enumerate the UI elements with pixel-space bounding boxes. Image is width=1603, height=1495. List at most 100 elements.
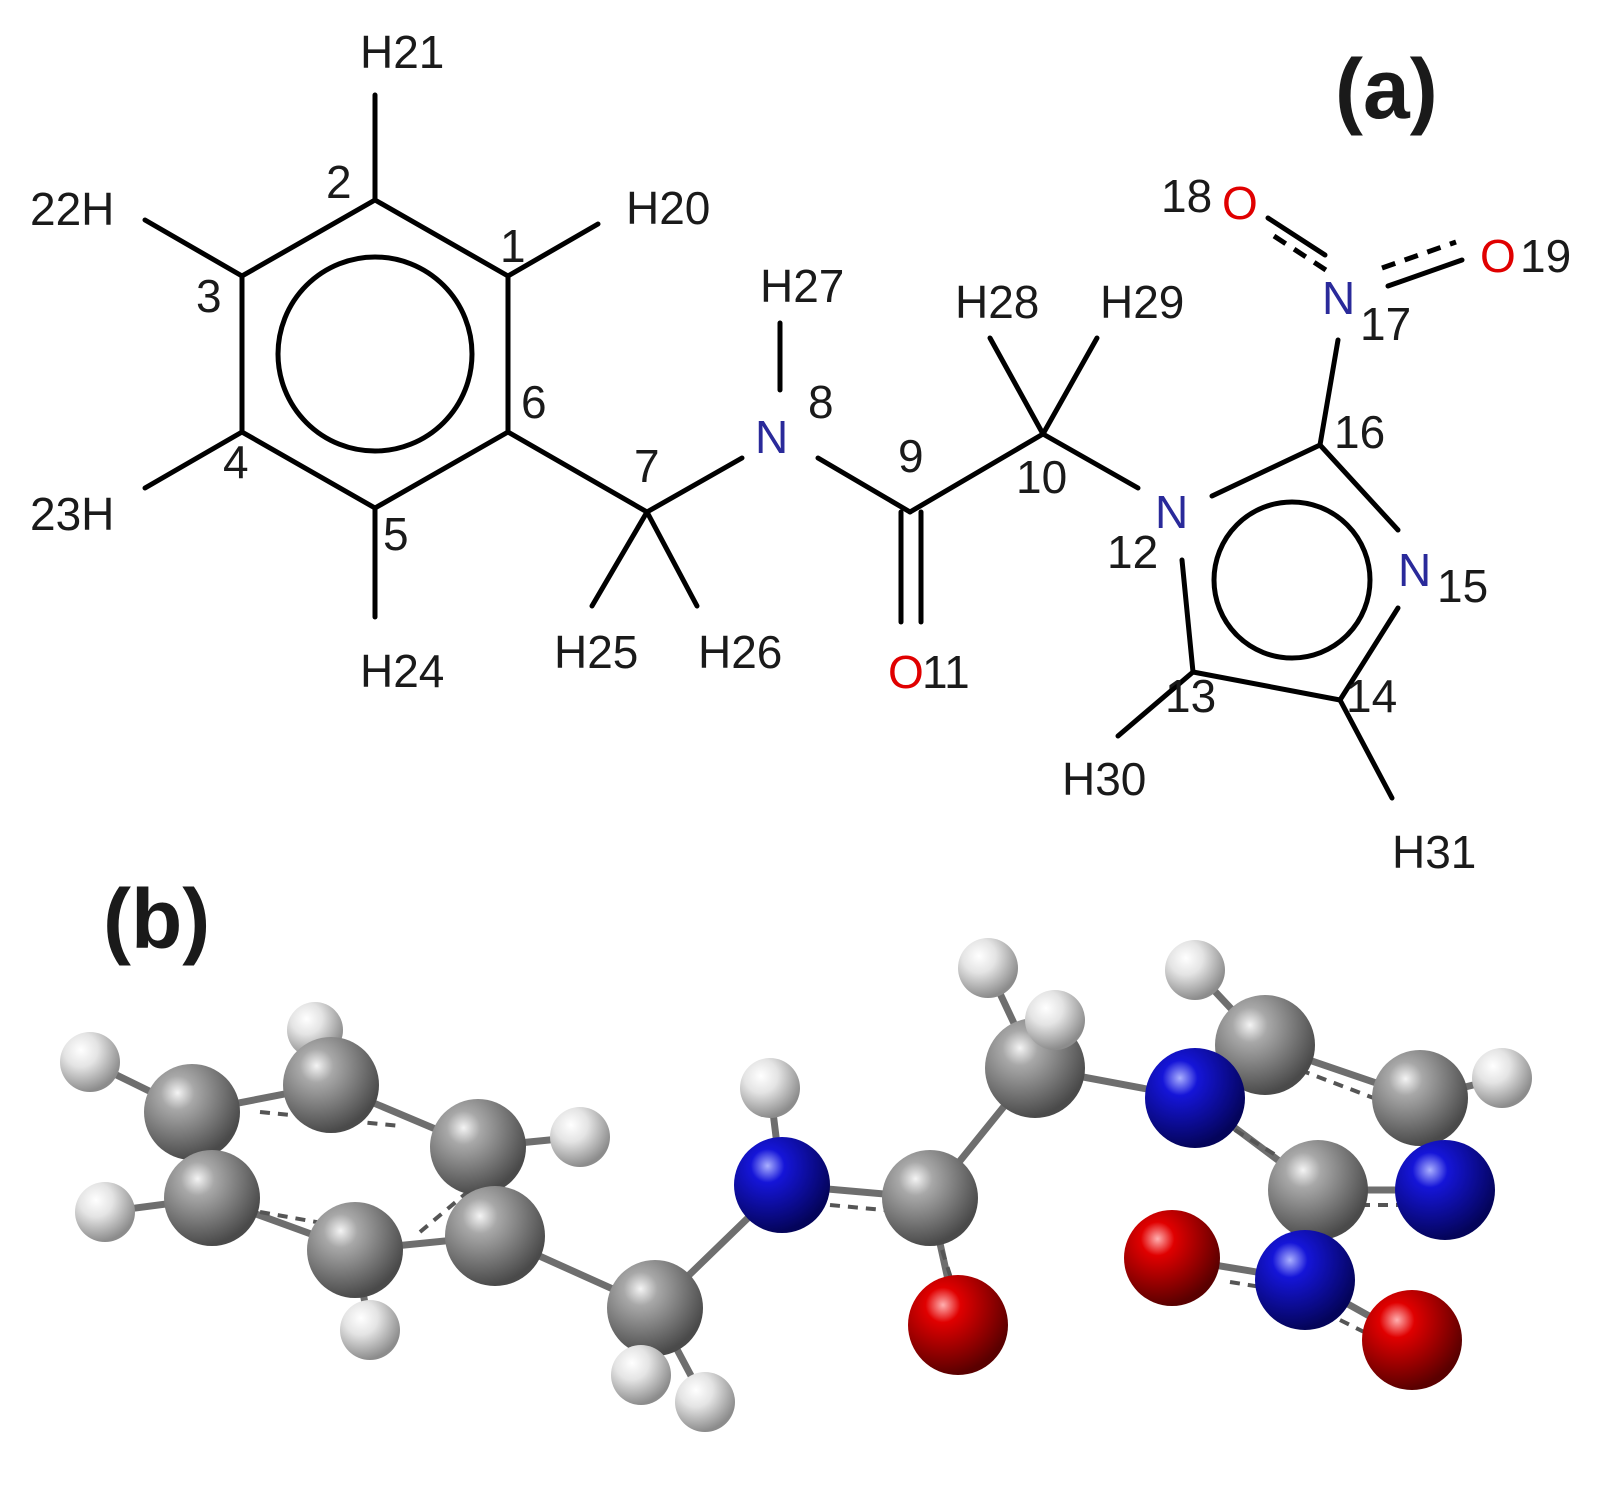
- bond-n17-o19-dashed: [1381, 239, 1457, 271]
- hydrogen-atom: [60, 1032, 120, 1092]
- atom-label-o11-number: 11: [922, 646, 970, 698]
- bond-c7-h26: [644, 509, 700, 609]
- bond-c6-c7: [505, 429, 650, 515]
- atom-label-c5: 5: [383, 508, 409, 560]
- atom-label-h30: H30: [1062, 753, 1146, 805]
- panel-a: (a): [30, 26, 1571, 878]
- bond-n8-c9: [815, 455, 913, 515]
- nitrogen-atom: [1395, 1140, 1495, 1240]
- atom-label-c10: 10: [1016, 451, 1067, 503]
- atom-label-h21: H21: [360, 26, 444, 78]
- bond-c14-h31: [1337, 697, 1395, 801]
- atom-label-n17-number: 17: [1360, 298, 1411, 350]
- panel-a-label: (a): [1335, 42, 1438, 136]
- oxygen-atom: [1124, 1210, 1220, 1306]
- bond-n17-o18-dashed: [1272, 233, 1334, 277]
- bond-n17-o19-solid: [1385, 257, 1465, 289]
- aromatic-dash: [259, 1110, 401, 1128]
- panel-b: (b): [60, 872, 1532, 1432]
- atom-label-o19-symbol: O: [1480, 230, 1516, 282]
- bond-c14-c13: [1190, 669, 1343, 703]
- carbon-atom: [430, 1099, 526, 1195]
- atom-spheres: [60, 938, 1532, 1432]
- atom-label-h27: H27: [760, 260, 844, 312]
- atom-label-h22: 22H: [30, 183, 114, 235]
- atom-label-h28: H28: [955, 276, 1039, 328]
- carbon-atom: [882, 1150, 978, 1246]
- atom-label-h24: H24: [360, 645, 444, 697]
- aromatic-dash: [418, 1188, 472, 1234]
- oxygen-atom: [1362, 1290, 1462, 1390]
- bond-c7-n8: [644, 455, 745, 515]
- bond-c1-h20: [505, 221, 601, 279]
- atom-label-n12-symbol: N: [1155, 486, 1188, 538]
- atom-label-c2: 2: [326, 156, 352, 208]
- atom-labels: 2 1 3 6 4 5 7 N 8 9 10 O 11 N 12 13 14 N…: [30, 26, 1571, 878]
- carbon-atom: [144, 1064, 240, 1160]
- hydrogen-atom: [75, 1182, 135, 1242]
- bond-c9-c10: [907, 431, 1046, 515]
- carbon-atom: [164, 1150, 260, 1246]
- carbon-atom: [445, 1186, 545, 1286]
- carbon-atom: [1268, 1140, 1368, 1240]
- carbon-atom: [1372, 1050, 1468, 1146]
- atom-label-n12-number: 12: [1107, 526, 1158, 578]
- atom-label-c1: 1: [500, 220, 526, 272]
- atom-label-c6: 6: [521, 376, 547, 428]
- hydrogen-atom: [611, 1345, 671, 1405]
- bond-n15-c14: [1337, 605, 1401, 703]
- atom-label-c9: 9: [898, 430, 924, 482]
- atom-label-c16: 16: [1334, 406, 1385, 458]
- atom-label-c3: 3: [196, 270, 222, 322]
- carbon-atom: [307, 1202, 403, 1298]
- atom-label-o18-number: 18: [1161, 170, 1212, 222]
- hydrogen-atom: [958, 938, 1018, 998]
- bond-c10-n12: [1040, 431, 1141, 491]
- atom-label-o11-symbol: O: [888, 646, 924, 698]
- atom-label-h29: H29: [1100, 276, 1184, 328]
- bond-c4-h23: [142, 429, 245, 491]
- nitrogen-atom: [734, 1137, 830, 1233]
- bond-c10-h28: [987, 335, 1046, 437]
- atom-label-c13: 13: [1165, 670, 1216, 722]
- hydrogen-atom: [1472, 1048, 1532, 1108]
- bond-c3-h22: [142, 217, 245, 279]
- carbon-atom: [283, 1037, 379, 1133]
- atom-label-n15-symbol: N: [1398, 544, 1431, 596]
- atom-label-c4: 4: [223, 436, 249, 488]
- atom-label-h31: H31: [1392, 826, 1476, 878]
- benzene-ring-bond: [239, 197, 511, 511]
- bond-c7-h25: [589, 509, 650, 609]
- atom-label-h26: H26: [698, 626, 782, 678]
- hydrogen-atom: [740, 1058, 800, 1118]
- hydrogen-atom: [1165, 940, 1225, 1000]
- structural-bonds: [142, 92, 1465, 801]
- atom-label-o19-number: 19: [1520, 230, 1571, 282]
- hydrogen-atom: [340, 1300, 400, 1360]
- bond-c10-h29: [1040, 335, 1100, 437]
- bond-n17-o18-solid: [1265, 215, 1328, 258]
- atom-label-c14: 14: [1346, 670, 1397, 722]
- bond-n12-c16: [1209, 442, 1323, 499]
- nitrogen-atom: [1145, 1048, 1245, 1148]
- atom-label-h20: H20: [626, 182, 710, 234]
- hydrogen-atom: [550, 1107, 610, 1167]
- carbon-atom: [607, 1260, 703, 1356]
- benzene-aromatic-circle: [275, 254, 475, 454]
- bond-c13-h30: [1115, 669, 1196, 739]
- atom-label-n17-symbol: N: [1322, 272, 1355, 324]
- hydrogen-atom: [675, 1372, 735, 1432]
- atom-label-o18-symbol: O: [1222, 177, 1258, 229]
- atom-label-h25: H25: [554, 626, 638, 678]
- carbon-atom: [1215, 995, 1315, 1095]
- panel-b-label: (b): [103, 872, 210, 966]
- atom-label-h23: 23H: [30, 488, 114, 540]
- bond-c16-n15: [1317, 442, 1401, 533]
- atom-label-c7: 7: [634, 440, 660, 492]
- atom-label-n15-number: 15: [1437, 560, 1488, 612]
- imidazole-aromatic-circle: [1211, 499, 1373, 661]
- oxygen-atom: [908, 1275, 1008, 1375]
- hydrogen-atom: [1025, 990, 1085, 1050]
- atom-label-n8-number: 8: [808, 376, 834, 428]
